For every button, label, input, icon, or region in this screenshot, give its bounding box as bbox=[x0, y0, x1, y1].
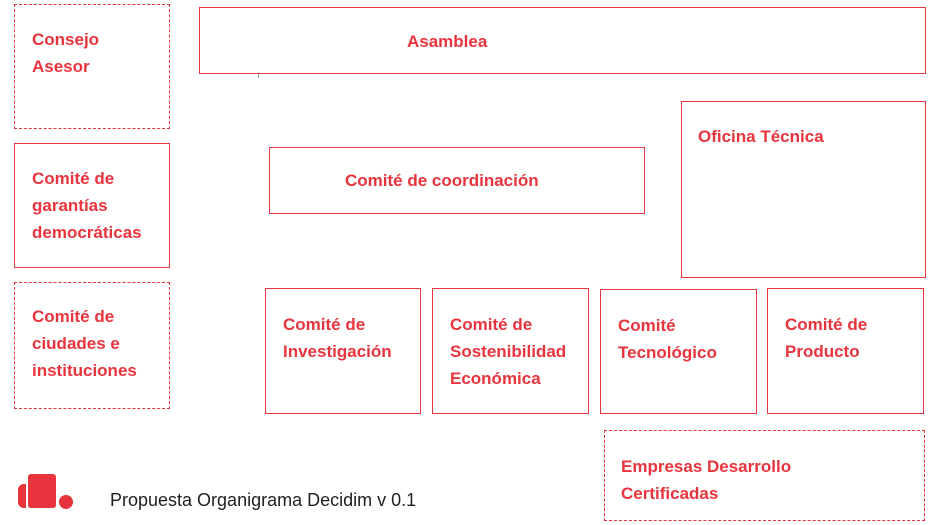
node-comite-ciudades bbox=[14, 282, 170, 409]
node-consejo-asesor-label: Consejo Asesor bbox=[32, 30, 100, 76]
node-comite-ciudades-label: Comité de ciudades e instituciones bbox=[32, 307, 137, 380]
node-comite-coordinacion-label: Comité de coordinación bbox=[345, 171, 539, 190]
node-comite-sostenibilidad bbox=[432, 288, 589, 414]
node-comite-tecnologico-label: Comité Tecnológico bbox=[618, 316, 717, 362]
node-consejo-asesor bbox=[14, 4, 170, 129]
node-comite-garantias bbox=[14, 143, 170, 268]
node-oficina-tecnica bbox=[681, 101, 926, 278]
node-empresas-desarrollo-label: Empresas Desarrollo Certificadas bbox=[621, 457, 792, 503]
stray-tick bbox=[258, 72, 259, 78]
node-comite-producto bbox=[767, 288, 924, 414]
node-comite-investigacion-label: Comité de Investigación bbox=[283, 315, 392, 361]
footer-title: Propuesta Organigrama Decidim v 0.1 bbox=[110, 490, 417, 510]
node-comite-garantias-label: Comité de garantías democráticas bbox=[32, 169, 142, 242]
node-comite-producto-label: Comité de Producto bbox=[785, 315, 868, 361]
node-comite-sostenibilidad-label: Comité de Sostenibilidad Económica bbox=[450, 315, 567, 388]
node-asamblea bbox=[199, 7, 926, 74]
node-oficina-tecnica-label: Oficina Técnica bbox=[698, 127, 824, 146]
node-empresas-desarrollo bbox=[604, 430, 925, 521]
node-comite-coordinacion bbox=[269, 147, 645, 214]
node-comite-investigacion bbox=[265, 288, 421, 414]
node-comite-tecnologico bbox=[600, 289, 757, 414]
node-asamblea-label: Asamblea bbox=[407, 32, 488, 51]
decidim-logo-icon bbox=[18, 474, 73, 509]
